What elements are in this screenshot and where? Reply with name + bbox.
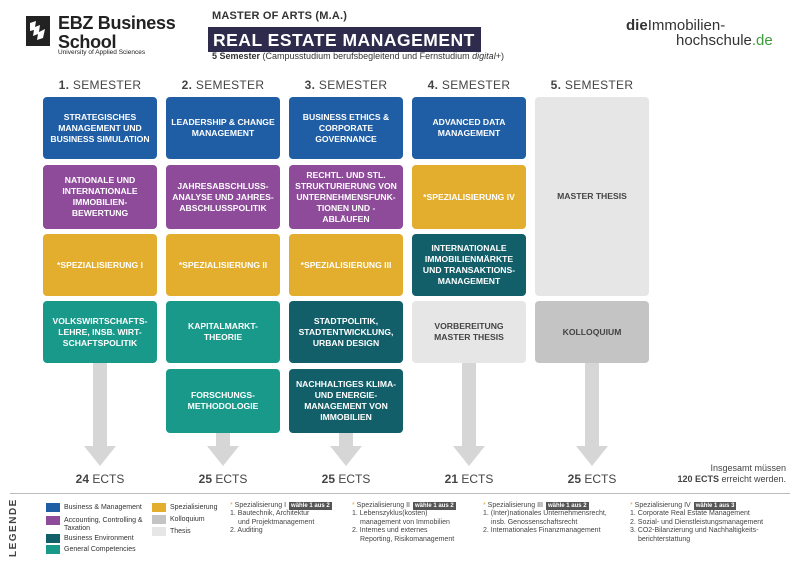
legend-swatch <box>152 515 166 524</box>
arrow-head-icon <box>207 446 239 466</box>
ects-label: 21 ECTS <box>444 472 494 486</box>
legend-label: Business & Management <box>64 504 142 511</box>
semester-column-5: 5. SEMESTER <box>535 78 649 96</box>
choice-badge: wähle 1 aus 2 <box>289 502 332 510</box>
progress-arrow <box>216 432 230 448</box>
legend-swatch <box>46 516 60 525</box>
module-box: *SPEZIALISIERUNG I <box>43 234 157 296</box>
program-title: REAL ESTATE MANAGEMENT <box>208 27 481 52</box>
legend-label: Business Environment <box>64 535 134 542</box>
legend-swatch <box>46 545 60 554</box>
legend-divider <box>10 493 790 494</box>
module-box: LEADERSHIP & CHANGE MANAGEMENT <box>166 97 280 159</box>
module-box: *SPEZIALISIERUNG IV <box>412 165 526 229</box>
module-box: ADVANCED DATA MANAGEMENT <box>412 97 526 159</box>
legend-label: General Competencies <box>64 546 136 553</box>
module-box: *SPEZIALISIERUNG III <box>289 234 403 296</box>
semester-heading: 4. SEMESTER <box>427 78 511 92</box>
legend-swatch <box>152 527 166 536</box>
school-title: EBZ Business School <box>58 13 176 52</box>
arrow-head-icon <box>84 446 116 466</box>
legend-swatch <box>152 503 166 512</box>
ects-label: 25 ECTS <box>198 472 248 486</box>
module-box: KOLLOQUIUM <box>535 301 649 363</box>
ects-label: 25 ECTS <box>567 472 617 486</box>
immobilienhochschule-logo: dieImmobilien- hochschule.de <box>626 17 773 49</box>
ebz-logo: EBZ Business School University of Applie… <box>26 14 176 58</box>
module-box: JAHRESABSCHLUSS-ANALYSE UND JAHRES-ABSCH… <box>166 165 280 229</box>
ects-label: 25 ECTS <box>321 472 371 486</box>
progress-arrow <box>462 362 476 448</box>
semester-column-4: 4. SEMESTER <box>412 78 526 96</box>
semester-heading: 2. SEMESTER <box>181 78 265 92</box>
module-box: FORSCHUNGS-METHODOLOGIE <box>166 369 280 433</box>
module-box: STRATEGISCHES MANAGEMENT UND BUSINESS SI… <box>43 97 157 159</box>
module-box: BUSINESS ETHICS & CORPORATE GOVERNANCE <box>289 97 403 159</box>
progress-arrow <box>585 362 599 448</box>
choice-badge: wähle 1 aus 3 <box>693 502 737 510</box>
module-box: *SPEZIALISIERUNG II <box>166 234 280 296</box>
legend-label: Spezialisierung <box>170 504 218 511</box>
module-box: STADTPOLITIK, STADTENTWICKLUNG, URBAN DE… <box>289 301 403 363</box>
semester-heading: 1. SEMESTER <box>58 78 142 92</box>
module-box: RECHTL. UND STL. STRUKTURIERUNG VON UNTE… <box>289 165 403 229</box>
legend-title: LEGENDE <box>8 498 19 557</box>
arrow-head-icon <box>330 446 362 466</box>
legend-swatch <box>46 503 60 512</box>
total-ects-note: Insgesamt müssen 120 ECTS erreicht werde… <box>677 463 786 484</box>
module-box: VORBEREITUNG MASTER THESIS <box>412 301 526 363</box>
progress-arrow <box>339 432 353 448</box>
degree-label: MASTER OF ARTS (M.A.) <box>212 10 348 22</box>
semester-column-1: 1. SEMESTER <box>43 78 157 96</box>
arrow-head-icon <box>453 446 485 466</box>
ects-label: 24 ECTS <box>75 472 125 486</box>
progress-arrow <box>93 362 107 448</box>
semester-column-3: 3. SEMESTER <box>289 78 403 96</box>
legend-label: Thesis <box>170 528 191 535</box>
semester-heading: 3. SEMESTER <box>304 78 388 92</box>
choice-badge: wähle 1 aus 2 <box>545 502 589 510</box>
school-subtitle: University of Applied Sciences <box>58 49 146 56</box>
ebz-logo-mark-icon <box>26 16 50 46</box>
module-box: KAPITALMARKT-THEORIE <box>166 301 280 363</box>
legend-label: Kolloquium <box>170 516 205 523</box>
semester-column-2: 2. SEMESTER <box>166 78 280 96</box>
duration-text: 5 Semester (Campusstudium berufsbegleite… <box>212 51 504 61</box>
module-box: NATIONALE UND INTERNATIONALE IMMOBILIEN-… <box>43 165 157 229</box>
arrow-head-icon <box>576 446 608 466</box>
choice-badge: wähle 1 aus 2 <box>413 502 456 510</box>
semester-heading: 5. SEMESTER <box>550 78 634 92</box>
module-box: MASTER THESIS <box>535 97 649 296</box>
legend-label: Accounting, Controlling & Taxation <box>64 517 143 532</box>
legend-swatch <box>46 534 60 543</box>
module-box: INTERNATIONALE IMMOBILIENMÄRKTE UND TRAN… <box>412 234 526 296</box>
module-box: VOLKSWIRTSCHAFTS-LEHRE, INSB. WIRT-SCHAF… <box>43 301 157 363</box>
module-box: NACHHALTIGES KLIMA- UND ENERGIE-MANAGEME… <box>289 369 403 433</box>
